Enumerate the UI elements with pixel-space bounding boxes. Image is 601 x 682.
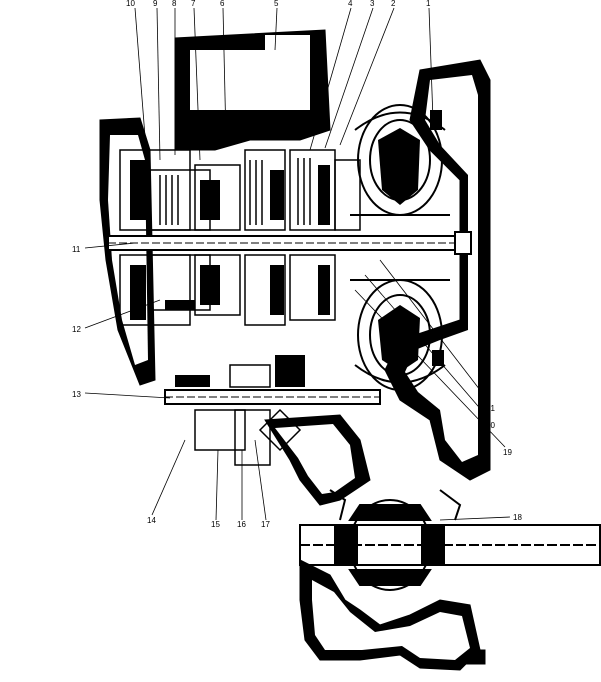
lower-dark-blocks: [130, 265, 330, 320]
callout-labels: 1 2 3 4 5 6 7 8 9 10 11 12 13 14 15 16 1…: [72, 0, 522, 529]
callout-11: 11: [72, 245, 81, 254]
input-shaft: [107, 231, 472, 255]
callout-4: 4: [348, 0, 353, 8]
callout-16: 16: [237, 520, 246, 529]
callout-20: 20: [486, 421, 495, 430]
leader-lines: [84, 7, 511, 521]
callout-3: 3: [370, 0, 375, 8]
callout-8: 8: [172, 0, 177, 8]
callout-17: 17: [261, 520, 270, 529]
callout-10: 10: [126, 0, 135, 8]
callout-9: 9: [153, 0, 158, 8]
callout-1: 1: [426, 0, 431, 8]
callout-15: 15: [211, 520, 220, 529]
callout-2: 2: [391, 0, 396, 8]
callout-13: 13: [72, 390, 81, 399]
transfer-shaft: [164, 355, 381, 405]
differential-assembly: [299, 489, 601, 591]
transfer-gears: [194, 408, 302, 466]
upper-dark-blocks: [130, 110, 330, 225]
callout-7: 7: [191, 0, 196, 8]
callout-5: 5: [274, 0, 279, 8]
callout-21: 21: [486, 404, 495, 413]
callout-18: 18: [513, 513, 522, 522]
callout-14: 14: [147, 516, 156, 525]
callout-6: 6: [220, 0, 225, 8]
callout-19: 19: [503, 448, 512, 457]
callout-12: 12: [72, 325, 81, 334]
clutch-plates-upper: [159, 158, 311, 225]
converter-dark-regions: [378, 110, 444, 372]
